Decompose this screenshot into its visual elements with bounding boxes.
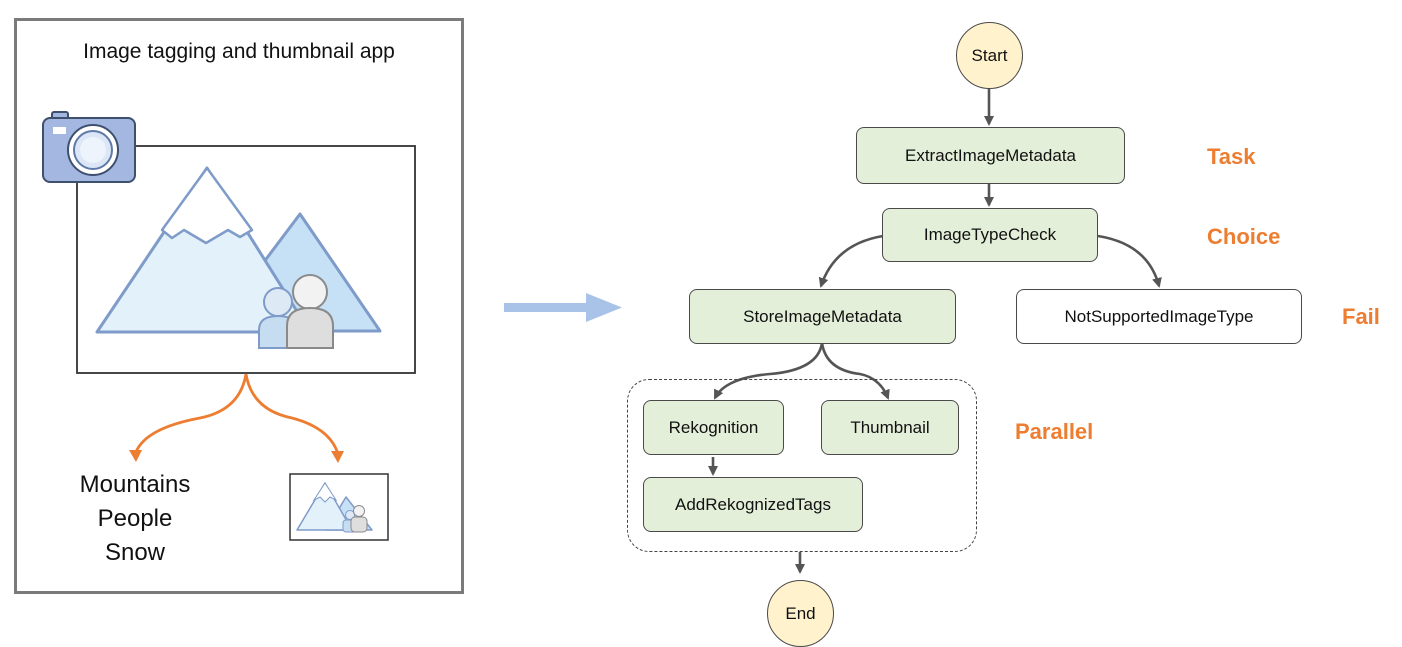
store-image-metadata-node: StoreImageMetadata: [689, 289, 956, 344]
photo-frame: [76, 145, 416, 374]
tag-item: Mountains: [79, 471, 191, 498]
state-type-fail: Fail: [1342, 304, 1380, 329]
arrow-head-tags: [129, 450, 142, 462]
state-type-choice: Choice: [1207, 224, 1281, 249]
state-type-task: Task: [1207, 144, 1256, 169]
output-split-arrows: [134, 373, 340, 455]
end-node: End: [767, 580, 834, 647]
thumbnail-node: Thumbnail: [821, 400, 959, 455]
people-icon: [258, 274, 334, 349]
arrow-head-thumbnail: [331, 451, 344, 463]
start-node: Start: [956, 22, 1023, 89]
big-arrow-icon: [504, 293, 622, 322]
thumbnail-image: [289, 473, 389, 541]
app-panel-title: Image tagging and thumbnail app: [83, 40, 395, 63]
tag-list: Mountains People Snow: [40, 468, 230, 570]
snow-cap-icon: [160, 166, 254, 245]
rekognition-node: Rekognition: [643, 400, 784, 455]
extract-image-metadata-node: ExtractImageMetadata: [856, 127, 1125, 184]
tag-item: Snow: [104, 539, 166, 566]
front-mountain-icon: [95, 166, 312, 334]
add-rekognized-tags-node: AddRekognizedTags: [643, 477, 863, 532]
app-illustration: [42, 111, 416, 541]
image-type-check-node: ImageTypeCheck: [882, 208, 1098, 262]
tag-item: People: [97, 505, 173, 532]
state-type-parallel: Parallel: [1015, 419, 1094, 444]
not-supported-image-type-node: NotSupportedImageType: [1016, 289, 1302, 344]
camera-icon: [42, 111, 136, 183]
parallel-container: [627, 379, 977, 552]
